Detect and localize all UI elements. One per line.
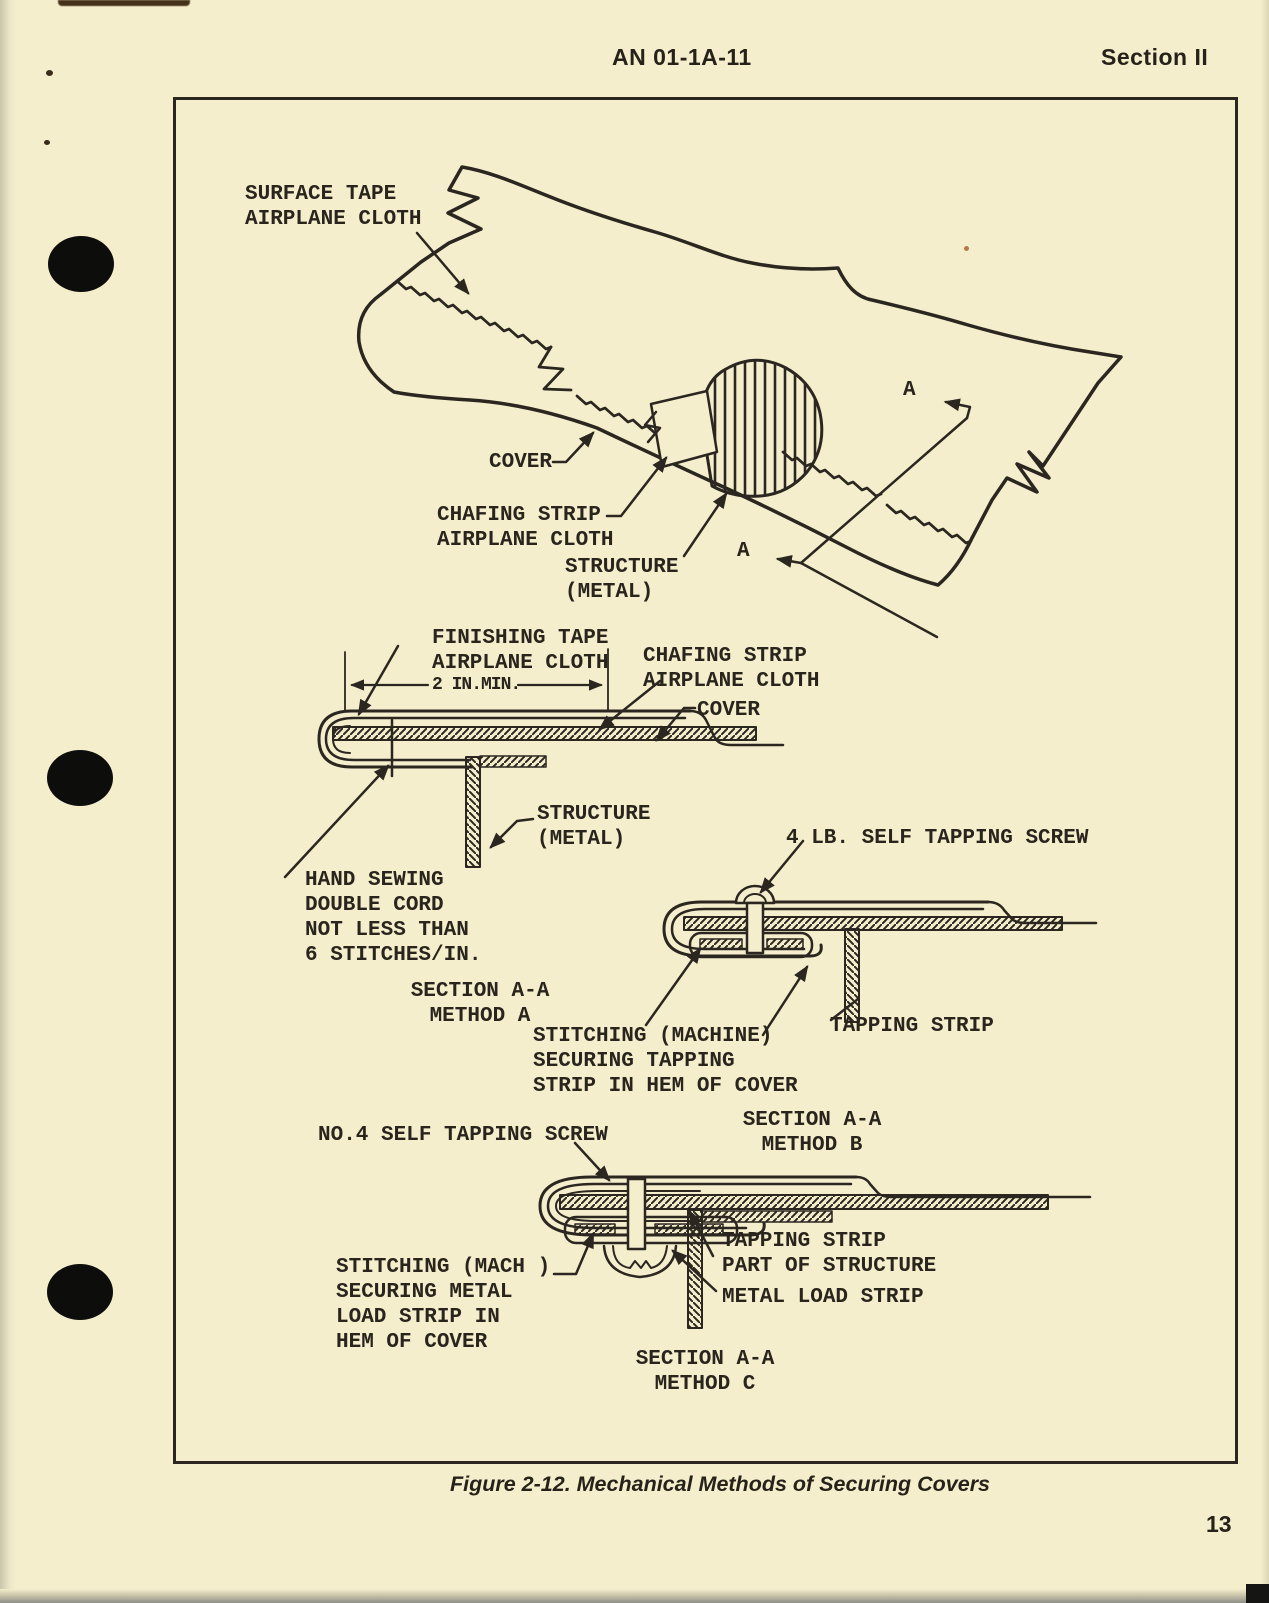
label-structure-top: STRUCTURE (METAL)	[565, 556, 679, 604]
doc-number: AN 01-1A-11	[612, 44, 752, 70]
page-number: 13	[1206, 1511, 1232, 1537]
section-title: Section II	[1101, 44, 1209, 70]
figure-caption: Figure 2-12. Mechanical Methods of Secur…	[450, 1472, 991, 1496]
label-section-method-b: SECTION A-A METHOD B	[742, 1109, 882, 1157]
figure-frame	[173, 97, 1238, 1464]
paper-speck	[964, 246, 969, 251]
label-tapping-strip-c: TAPPING STRIP PART OF STRUCTURE	[722, 1230, 937, 1278]
label-tapping-strip-b: TAPPING STRIP	[830, 1015, 994, 1038]
label-cover-a: COVER	[697, 699, 761, 722]
ink-smudge	[58, 0, 190, 6]
label-stitching-b: STITCHING (MACHINE) SECURING TAPPING STR…	[533, 1025, 798, 1098]
label-finishing-tape: FINISHING TAPE AIRPLANE CLOTH	[432, 627, 609, 675]
label-surface-tape: SURFACE TAPE AIRPLANE CLOTH	[245, 183, 422, 231]
label-hand-sewing: HAND SEWING DOUBLE CORD NOT LESS THAN 6 …	[305, 869, 482, 967]
label-cover-top: COVER	[489, 451, 553, 474]
label-section-a-marker-bottom: A	[737, 540, 750, 563]
label-section-a-marker-top: A	[903, 379, 916, 402]
top-perspective-drawing	[356, 165, 1123, 639]
ink-speck	[46, 70, 53, 76]
label-screw-c: NO.4 SELF TAPPING SCREW	[318, 1124, 608, 1147]
label-metal-load-strip: METAL LOAD STRIP	[722, 1286, 924, 1309]
label-dimension: 2 IN.MIN.	[432, 675, 521, 695]
section-method-a-drawing	[283, 644, 785, 879]
page-right-edge	[1261, 0, 1269, 1603]
label-section-method-a: SECTION A-A METHOD A	[410, 980, 550, 1028]
section-method-c-drawing	[538, 1141, 1092, 1329]
punch-hole	[47, 1264, 113, 1320]
scan-corner-block	[1246, 1584, 1269, 1603]
punch-hole	[47, 750, 113, 806]
label-stitching-c: STITCHING (MACH ) SECURING METAL LOAD ST…	[336, 1256, 551, 1354]
label-chafing-strip-top: CHAFING STRIP AIRPLANE CLOTH	[437, 504, 614, 552]
page-bottom-edge	[0, 1589, 1269, 1603]
label-chafing-strip-a: CHAFING STRIP AIRPLANE CLOTH	[643, 645, 820, 693]
label-structure-a: STRUCTURE (METAL)	[537, 803, 651, 851]
label-section-method-c: SECTION A-A METHOD C	[635, 1348, 775, 1396]
page-left-edge	[0, 0, 16, 1603]
ink-speck	[44, 140, 50, 145]
label-screw-b: 4 LB. SELF TAPPING SCREW	[786, 827, 1089, 850]
punch-hole	[48, 236, 114, 292]
section-method-b-drawing	[644, 839, 1098, 1037]
